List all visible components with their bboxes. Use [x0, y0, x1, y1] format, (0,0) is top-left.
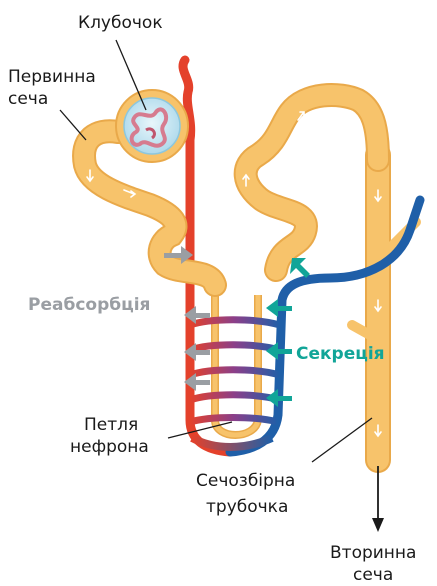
label-reabsorption: Реабсорбція: [28, 294, 150, 316]
label-primary-urine-line2: сеча: [8, 88, 48, 110]
label-glomerulus: Клубочок: [78, 12, 163, 34]
label-loop-line2: нефрона: [70, 436, 149, 458]
label-secondary-urine-line2: сеча: [353, 564, 393, 586]
glomerulus: [116, 90, 188, 162]
label-secretion: Секреція: [296, 343, 385, 365]
arrow-down-icon: [372, 518, 384, 532]
arrow-up-left-icon: [290, 258, 310, 278]
label-collecting-duct-line1: Сечозбірна: [196, 470, 295, 492]
collecting-duct: [352, 155, 416, 460]
label-primary-urine-line1: Первинна: [8, 66, 96, 88]
label-secondary-urine-line1: Вторинна: [330, 542, 416, 564]
label-collecting-duct-line2: трубочка: [206, 496, 288, 518]
label-loop-line1: Петля: [84, 414, 138, 436]
distal-tubule: [246, 95, 378, 270]
outflow-arrow: [372, 466, 384, 532]
loop-of-henle: [215, 285, 258, 435]
